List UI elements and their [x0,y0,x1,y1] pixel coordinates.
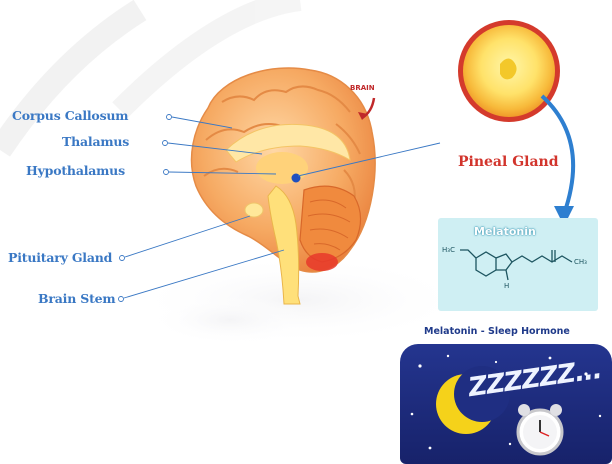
svg-text:H: H [504,282,509,290]
pineal-gland-icon [458,20,560,122]
pineal-gland-label: Pineal Gland [458,154,559,170]
alarm-clock-icon [518,404,562,454]
sleep-hormone-title: Melatonin - Sleep Hormone [424,326,570,337]
label-thalamus: Thalamus [62,134,129,149]
brain-label: BRAIN [350,84,375,92]
label-pituitary-gland: Pituitary Gland [8,250,112,265]
svg-text:H₃C: H₃C [442,246,455,254]
hypothalamus-marker [292,174,301,183]
label-brain-stem: Brain Stem [38,291,115,306]
label-hypothalamus: Hypothalamus [26,163,125,178]
svg-text:CH₃: CH₃ [574,258,587,266]
label-corpus-callosum: Corpus Callosum [12,108,128,123]
melatonin-title: Melatonin [474,225,536,238]
